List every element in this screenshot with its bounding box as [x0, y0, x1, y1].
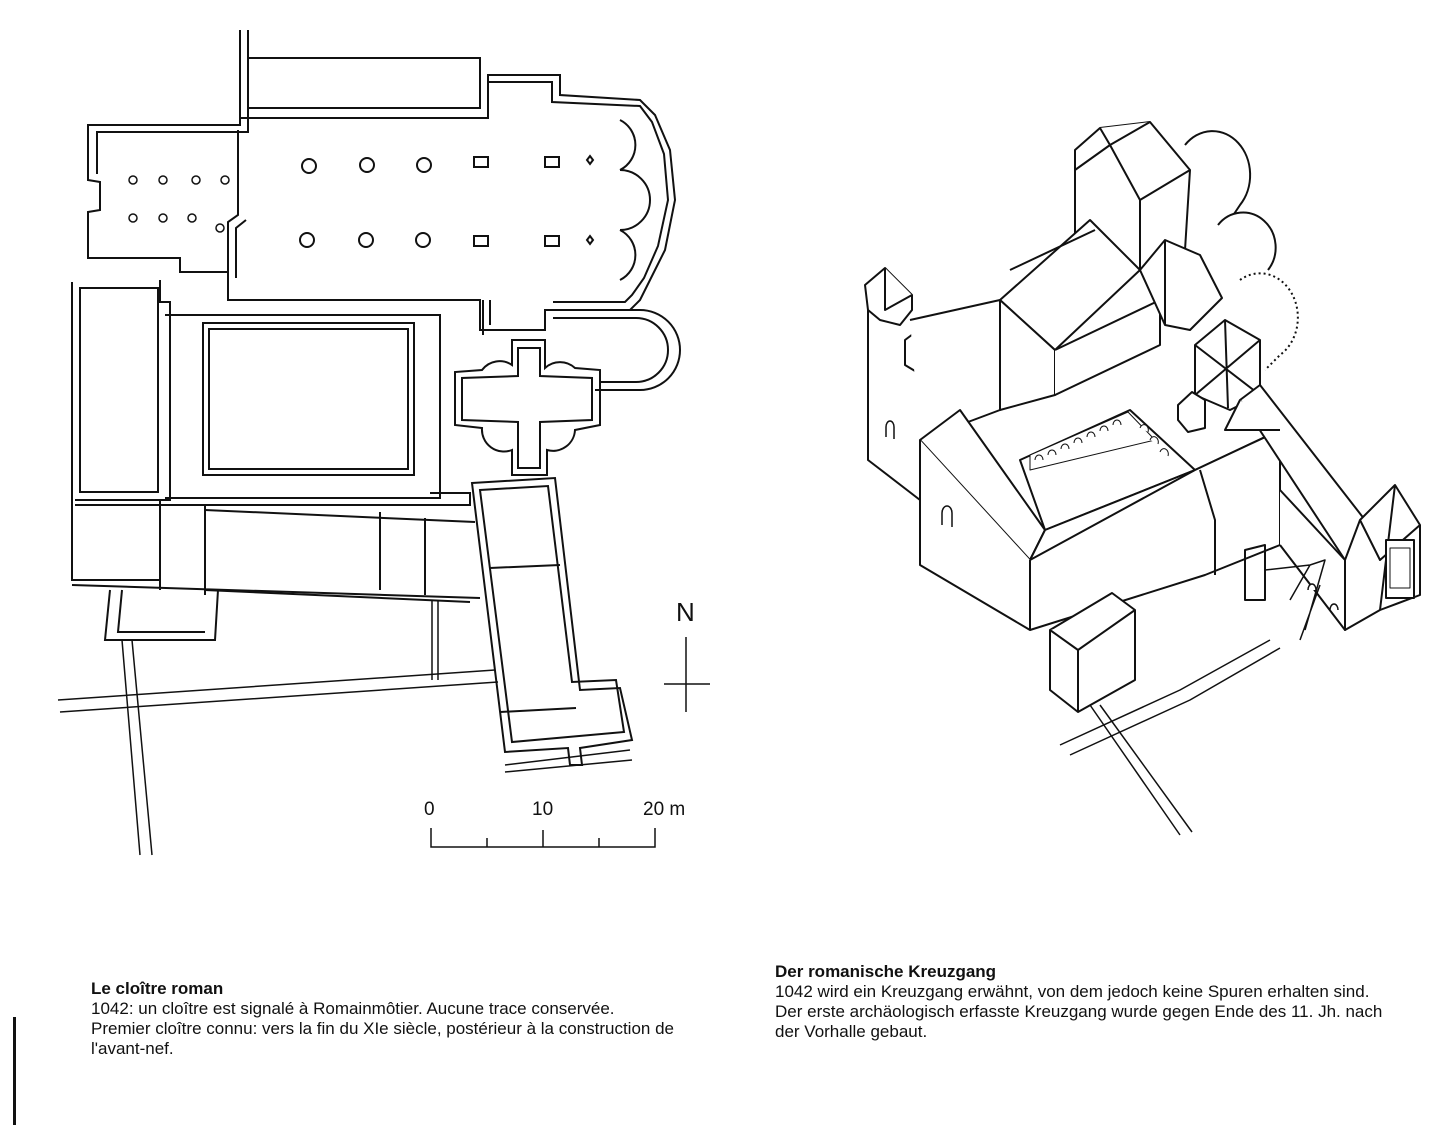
caption-french-body: 1042: un cloître est signalé à Romainmôt… [91, 999, 675, 1058]
cloister-garth [202, 322, 415, 476]
margin-bar [13, 1017, 16, 1125]
scale-bar [430, 828, 656, 848]
caption-german-body: 1042 wird ein Kreuzgang erwähnt, von dem… [775, 982, 1383, 1041]
scale-label-10: 10 [532, 799, 554, 820]
caption-french: Le cloître roman 1042: un cloître est si… [91, 979, 741, 1059]
ground-plan [57, 30, 681, 856]
north-label: N [676, 597, 695, 627]
scale-label-0: 0 [424, 799, 435, 820]
nave-columns [299, 154, 595, 248]
axonometric-view [864, 121, 1421, 836]
scale-label-20: 20 m [643, 799, 686, 820]
caption-french-title: Le cloître roman [91, 979, 224, 998]
caption-german: Der romanische Kreuzgang 1042 wird ein K… [775, 962, 1425, 1042]
quatrefoil-chapel [454, 339, 601, 476]
narthex-columns [128, 175, 230, 233]
caption-german-title: Der romanische Kreuzgang [775, 962, 997, 981]
north-arrow [664, 637, 710, 712]
church-outline [87, 30, 677, 331]
